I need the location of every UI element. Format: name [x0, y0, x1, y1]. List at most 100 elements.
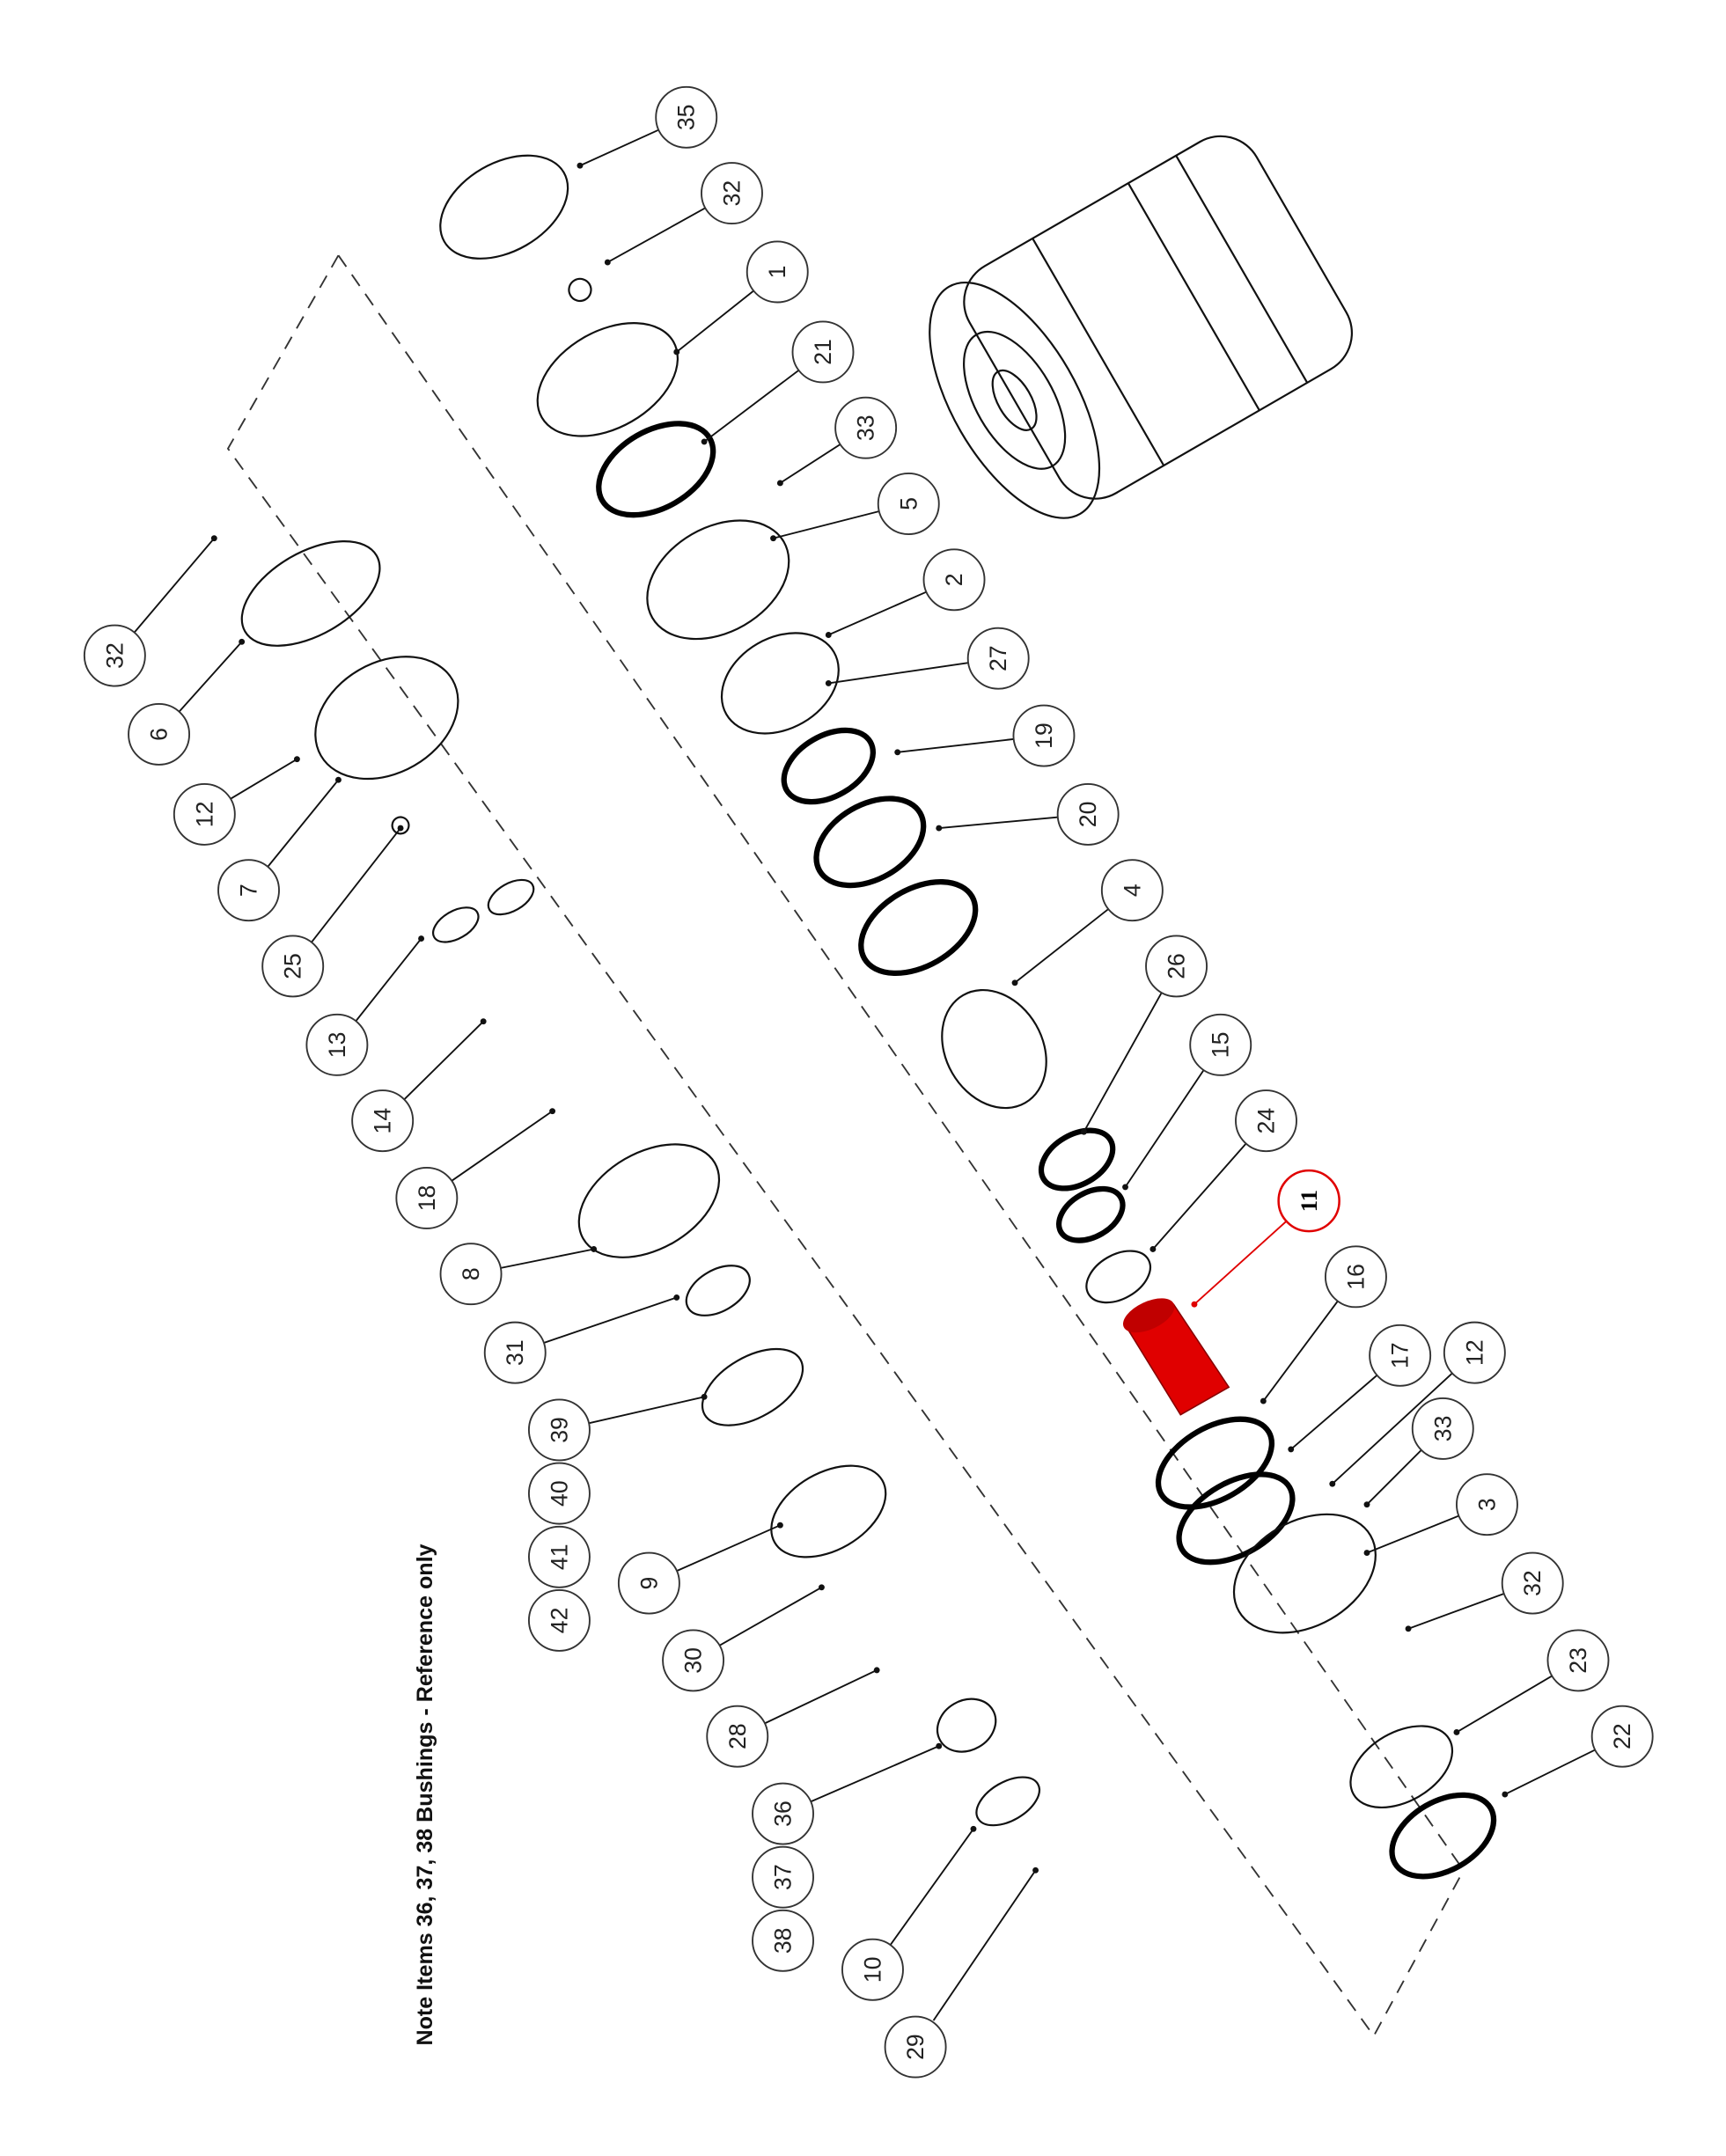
callout-number: 3: [1473, 1498, 1500, 1511]
leader-line-11: [1194, 1215, 1293, 1305]
callout-item-3[interactable]: 3: [1456, 1473, 1518, 1536]
sub-axis-part: [770, 1464, 887, 1558]
callout-number: 41: [546, 1544, 572, 1570]
arrowhead-icon: [673, 1294, 680, 1301]
callout-item-16[interactable]: 16: [1325, 1245, 1387, 1309]
arrowhead-icon: [1405, 1625, 1412, 1632]
callout-item-22[interactable]: 22: [1590, 1705, 1654, 1768]
callout-item-21[interactable]: 21: [791, 320, 855, 384]
main-axis-part: [813, 796, 927, 889]
callout-item-32[interactable]: 32: [83, 624, 146, 687]
leader-line-35: [579, 123, 672, 167]
callout-item-38[interactable]: 38: [752, 1909, 814, 1972]
reference-note: Note Items 36, 37, 38 Bushings - Referen…: [413, 1544, 437, 2045]
arrowhead-icon: [825, 632, 832, 638]
leader-line-13: [349, 937, 422, 1030]
callout-item-10[interactable]: 10: [841, 1938, 904, 2001]
callout-number: 12: [191, 802, 217, 828]
callout-number: 40: [546, 1480, 572, 1507]
leader-line-31: [539, 1296, 678, 1346]
callout-item-29[interactable]: 29: [884, 2015, 947, 2079]
arrowhead-icon: [239, 638, 246, 645]
main-axis-part: [941, 988, 1047, 1110]
arrowhead-icon: [701, 438, 708, 445]
sub-axis-part: [314, 656, 459, 781]
arrowhead-icon: [1502, 1791, 1509, 1798]
arrowhead-icon: [397, 825, 404, 832]
callout-item-12[interactable]: 12: [173, 782, 236, 846]
callout-item-8[interactable]: 8: [439, 1243, 503, 1306]
callout-item-30[interactable]: 30: [662, 1629, 725, 1692]
callout-number: 42: [546, 1608, 572, 1634]
leader-line-22: [1504, 1744, 1605, 1795]
leader-line-32: [606, 202, 714, 263]
callout-number: 32: [718, 180, 745, 207]
callout-item-14[interactable]: 14: [351, 1089, 415, 1153]
leader-line-4: [1014, 903, 1115, 984]
callout-item-33[interactable]: 33: [834, 396, 898, 459]
callout-item-24[interactable]: 24: [1235, 1089, 1297, 1153]
callout-number: 33: [853, 414, 879, 441]
callout-number: 38: [770, 1927, 797, 1954]
callout-item-33[interactable]: 33: [1411, 1397, 1474, 1460]
arrowhead-icon: [970, 1825, 977, 1832]
callout-number: 32: [101, 642, 128, 669]
callout-item-28[interactable]: 28: [706, 1705, 769, 1768]
callout-item-42[interactable]: 42: [527, 1588, 591, 1652]
callout-item-26[interactable]: 26: [1145, 935, 1208, 998]
callout-item-12[interactable]: 12: [1443, 1321, 1506, 1384]
callout-number: 20: [1075, 802, 1101, 828]
assembled-motor-illustration: [929, 135, 1354, 519]
callout-item-23[interactable]: 23: [1546, 1629, 1610, 1692]
callout-number: 28: [724, 1723, 751, 1749]
callout-item-32[interactable]: 32: [701, 162, 763, 225]
callout-item-35[interactable]: 35: [655, 85, 718, 149]
callout-item-18[interactable]: 18: [395, 1167, 459, 1229]
callout-number: 1: [764, 266, 790, 279]
leader-line-33: [1366, 1439, 1432, 1506]
callout-number: 14: [370, 1108, 396, 1134]
arrowhead-icon: [936, 1742, 943, 1749]
callout-item-36[interactable]: 36: [752, 1782, 814, 1845]
callout-number: 6: [146, 728, 173, 741]
callout-item-1[interactable]: 1: [745, 240, 809, 304]
sub-axis-part: [391, 816, 410, 835]
callout-item-11[interactable]: 11: [1277, 1169, 1340, 1233]
leader-line-20: [938, 815, 1066, 830]
callout-item-15[interactable]: 15: [1189, 1013, 1252, 1076]
callout-item-4[interactable]: 4: [1100, 859, 1164, 922]
sub-axis-part: [577, 1143, 721, 1258]
leader-line-32: [1407, 1588, 1515, 1630]
callout-number: 13: [324, 1032, 350, 1059]
highlighted-part-11[interactable]: [1118, 1291, 1230, 1416]
callout-number: 36: [770, 1800, 797, 1827]
main-axis-part: [568, 277, 592, 303]
callout-item-31[interactable]: 31: [483, 1321, 547, 1384]
callout-item-6[interactable]: 6: [128, 702, 191, 766]
leader-line-3: [1366, 1511, 1470, 1554]
callout-item-7[interactable]: 7: [217, 859, 280, 922]
callout-item-32[interactable]: 32: [1501, 1551, 1564, 1615]
main-axis-part: [720, 632, 840, 735]
callout-item-27[interactable]: 27: [966, 627, 1030, 690]
callout-item-9[interactable]: 9: [617, 1551, 680, 1615]
callout-item-25[interactable]: 25: [261, 935, 325, 998]
main-axis-part: [858, 879, 979, 977]
leader-line-15: [1124, 1066, 1208, 1188]
callout-item-2[interactable]: 2: [922, 548, 986, 612]
callout-number: 39: [546, 1417, 572, 1443]
main-axis-part: [1389, 1792, 1497, 1880]
callout-item-17[interactable]: 17: [1369, 1324, 1432, 1387]
callout-item-39[interactable]: 39: [527, 1398, 591, 1462]
callout-item-20[interactable]: 20: [1056, 782, 1120, 846]
main-axis-part: [1038, 1127, 1116, 1192]
callout-item-19[interactable]: 19: [1012, 704, 1076, 767]
main-axis-part: [1085, 1250, 1151, 1304]
callout-item-40[interactable]: 40: [527, 1462, 591, 1525]
callout-item-13[interactable]: 13: [305, 1013, 369, 1076]
leader-line-21: [703, 364, 806, 443]
callout-item-37[interactable]: 37: [752, 1845, 814, 1909]
callout-number: 4: [1119, 884, 1145, 897]
callout-item-41[interactable]: 41: [527, 1525, 591, 1588]
callout-item-5[interactable]: 5: [877, 473, 940, 535]
